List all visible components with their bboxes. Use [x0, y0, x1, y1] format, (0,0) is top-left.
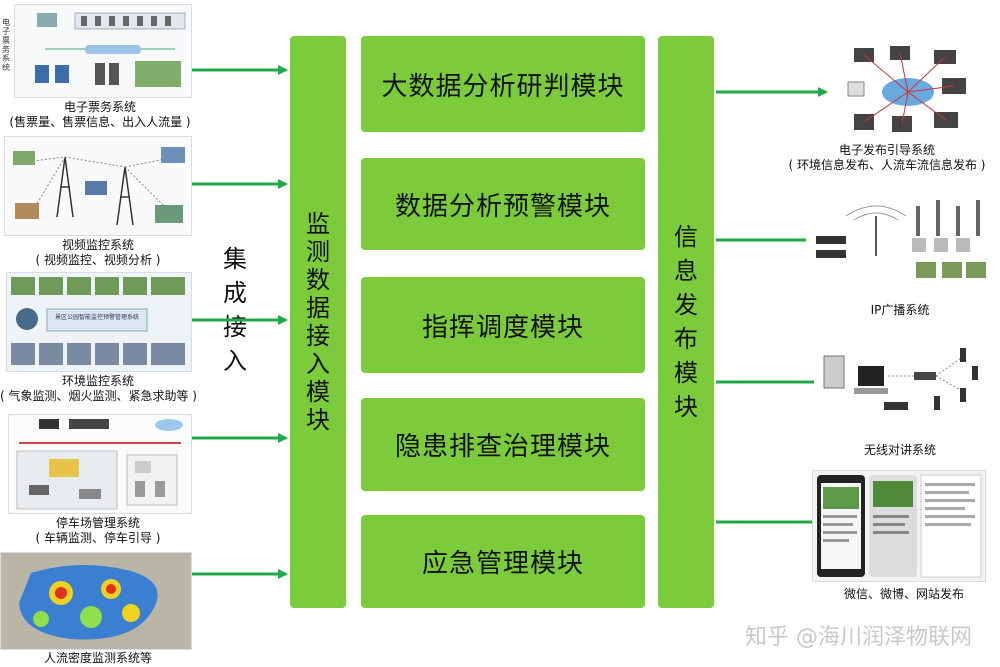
source-label-environment: 环境监控系统 [61, 374, 134, 388]
environment-thumb-title: 景区公园智能监控预警管理系统 [54, 314, 139, 321]
output-label-radio: 无线对讲系统 [863, 443, 936, 457]
source-label-parking: 停车场管理系统 [55, 516, 140, 530]
output-label-social: 微信、微博、网站发布 [843, 587, 964, 601]
parking-management-image [8, 414, 192, 514]
ip-broadcast-image [806, 186, 992, 288]
ticketing-side-label: 电子票务系统 [2, 18, 10, 72]
watermark: 知乎 @海川润泽物联网 [745, 625, 972, 650]
video-surveillance-image [4, 136, 192, 236]
output-label-ip-broadcast: IP广播系统 [870, 303, 930, 317]
module-big-data-analysis: 大数据分析研判模块 [361, 36, 645, 132]
ticketing-diagram-image [14, 4, 192, 98]
info-publish-module: 信息发布模块 [658, 36, 714, 608]
module-emergency-management: 应急管理模块 [361, 515, 645, 608]
module-hazard-investigation: 隐患排查治理模块 [361, 398, 645, 491]
source-label-crowd-density: 人流密度监测系统等 [43, 651, 152, 665]
environment-monitoring-image: 景区公园智能监控预警管理系统 [6, 272, 192, 372]
data-ingest-module: 监测数据接入模块 [290, 36, 346, 608]
source-label-ticketing: 电子票务系统 [63, 100, 136, 114]
source-label-video: 视频监控系统 [61, 238, 134, 252]
module-command-dispatch: 指挥调度模块 [361, 277, 645, 373]
output-sub-publish-guide: ( 环境信息发布、人流车流信息发布 ) [788, 158, 986, 172]
source-sub-video: ( 视频监控、视频分析 ) [35, 253, 161, 267]
social-publish-image [812, 470, 986, 582]
source-sub-environment: ( 气象监测、烟火监测、紧急求助等 ) [0, 389, 197, 403]
output-label-publish-guide: 电子发布引导系统 [838, 143, 935, 157]
radio-intercom-image [814, 342, 984, 422]
publish-guide-image [838, 42, 974, 138]
module-analysis-warning: 数据分析预警模块 [361, 158, 645, 250]
integration-label: 集 成 接 入 [223, 245, 247, 375]
source-sub-ticketing: (售票量、售票信息、出入人流量 ) [9, 115, 191, 129]
crowd-density-heatmap-image [0, 552, 192, 650]
source-sub-parking: ( 车辆监测、停车引导 ) [35, 531, 161, 545]
